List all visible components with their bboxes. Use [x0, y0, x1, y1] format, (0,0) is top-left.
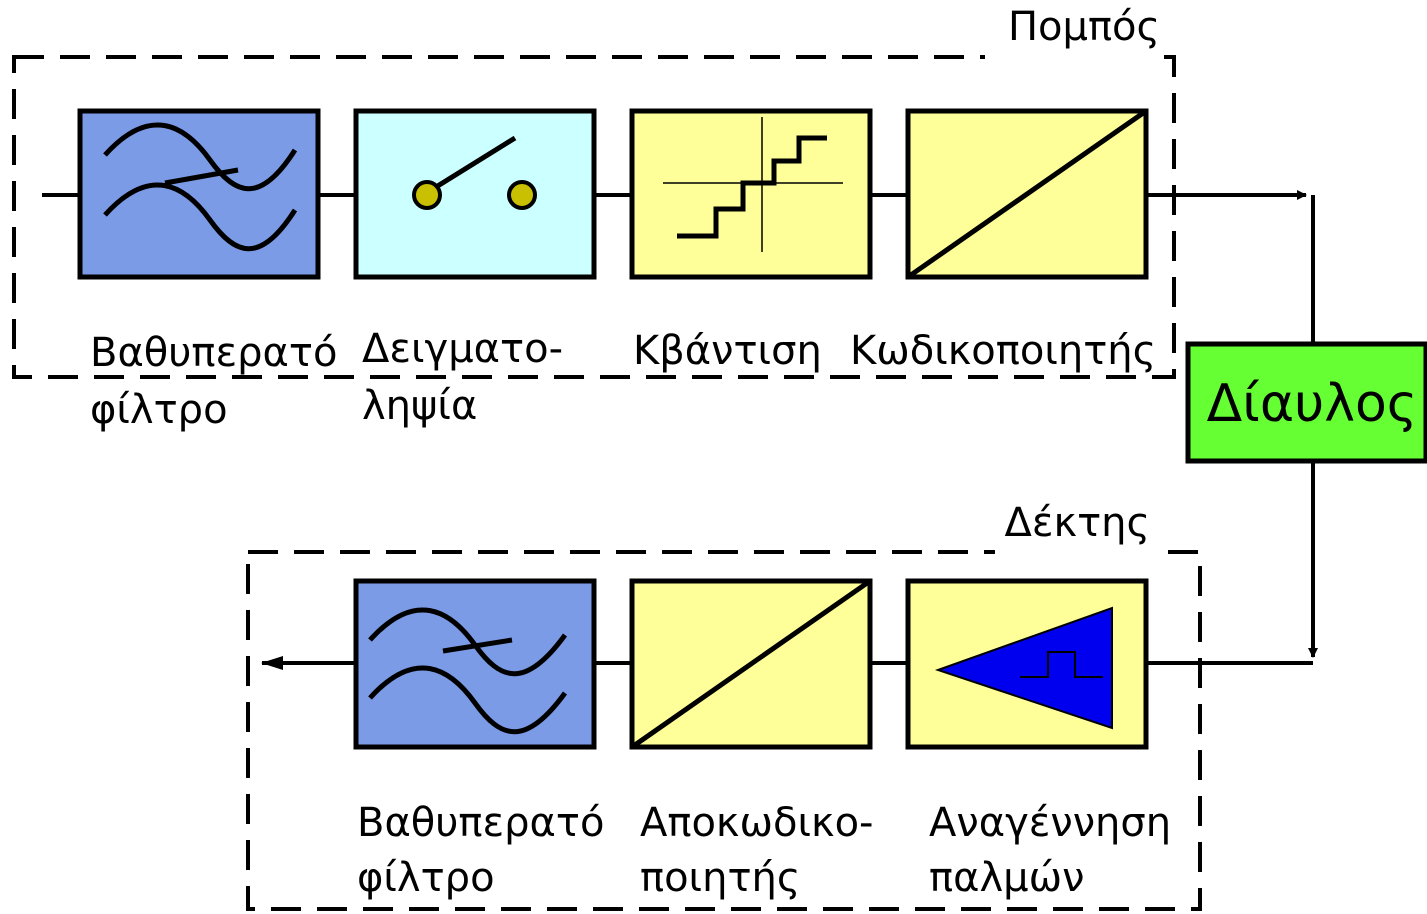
tx-lowpass-filter-block — [77, 108, 321, 280]
tx-sampler-label-2: ληψία — [362, 383, 477, 429]
transmitter-frame — [12, 55, 1176, 379]
tx-quantizer-block — [629, 108, 873, 280]
tx-sampler-label-1: Δειγματο- — [362, 326, 563, 372]
rx-filter-label-2: φίλτρο — [357, 855, 495, 901]
rx-decoder-label-1: Αποκωδικο- — [640, 800, 873, 846]
rx-regenerator-label-2: παλμών — [929, 855, 1084, 901]
converter-diagonal-icon — [630, 578, 872, 750]
rx-regenerator-label-1: Αναγέννηση — [929, 800, 1171, 846]
tx-quantizer-label: Κβάντιση — [633, 328, 822, 374]
tx-encoder-label: Κωδικοποιητής — [850, 328, 1156, 374]
tx-sampler-block — [353, 108, 597, 280]
staircase-icon — [677, 135, 827, 239]
lowpass-filter-icon — [103, 122, 298, 192]
converter-diagonal-icon — [906, 108, 1148, 280]
tx-filter-label-2: φίλτρο — [90, 387, 228, 433]
rx-filter-label-1: Βαθυπερατό — [357, 800, 604, 846]
tx-filter-label-1: Βαθυπερατό — [90, 330, 337, 376]
pulse-icon — [1020, 651, 1103, 678]
rx-decoder-label-2: ποιητής — [640, 855, 800, 901]
rx-decoder-block — [629, 578, 873, 750]
tx-encoder-block — [905, 108, 1149, 280]
rx-pulse-regenerator-block — [905, 578, 1149, 750]
receiver-title: Δέκτης — [1005, 500, 1150, 546]
receiver-frame — [246, 550, 1202, 911]
switch-icon — [426, 135, 517, 195]
rx-lowpass-filter-block — [353, 578, 597, 750]
regenerator-triangle-icon — [934, 606, 1113, 730]
channel-label: Δίαυλος — [1207, 374, 1418, 434]
transmitter-title: Πομπός — [1008, 4, 1160, 50]
channel-block: Δίαυλος — [1185, 341, 1427, 464]
